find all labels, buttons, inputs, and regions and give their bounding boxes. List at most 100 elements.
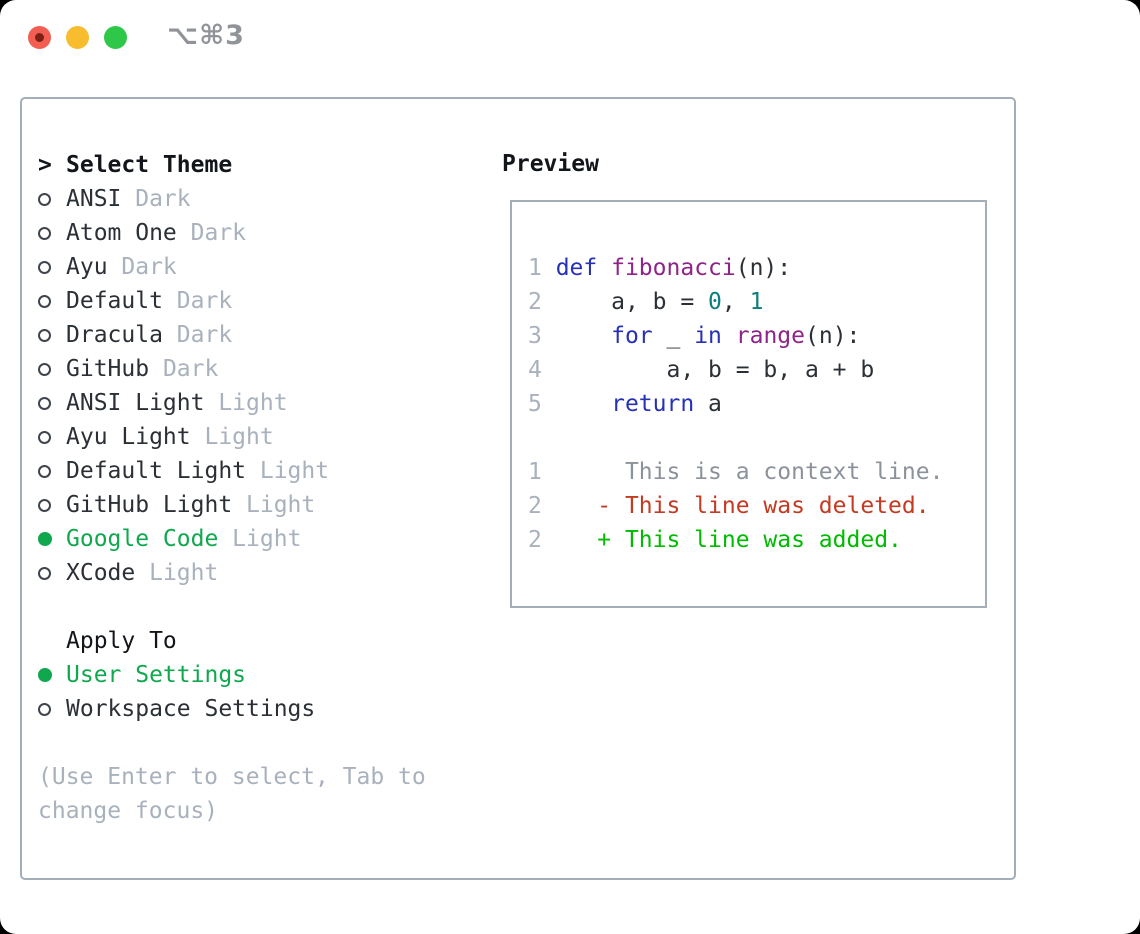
theme-item-google-code[interactable]: Google Code Light [38,522,453,556]
code-token: return [611,391,695,417]
code-line: 5 return a [528,387,985,421]
line-number: 3 [528,323,556,349]
diff-sample: 1 This is a context line.2 - This line w… [528,455,985,557]
line-number: 2 [528,289,556,315]
code-token [722,323,736,349]
theme-item-xcode[interactable]: XCode Light [38,556,453,590]
theme-item-label: Dracula [66,322,163,348]
theme-variant-label: Dark [107,254,177,280]
theme-item-ansi-light[interactable]: ANSI Light Light [38,386,453,420]
line-number: 1 [528,459,556,485]
apply-to-label: Apply To [66,628,177,654]
prompt-caret-icon: > [38,152,52,178]
radio-icon [38,566,66,580]
theme-item-label: Ayu [66,254,108,280]
code-token: a, b = b, a + b [555,357,875,383]
radio-icon [38,294,66,308]
radio-icon [38,498,66,512]
theme-item-ayu[interactable]: Ayu Dark [38,250,453,284]
code-token: def [555,255,598,281]
code-line: 2 - This line was deleted. [528,489,985,523]
theme-item-label: Ayu Light [66,424,191,450]
radio-selected-icon [38,532,66,546]
code-token: (n): [735,255,792,281]
gap [38,726,453,760]
theme-item-ayu-light[interactable]: Ayu Light Light [38,420,453,454]
select-theme-label: Select Theme [66,152,233,178]
theme-item-label: Default [66,288,163,314]
code-token: for [611,323,653,349]
theme-item-ansi[interactable]: ANSI Dark [38,182,453,216]
gap [38,590,453,624]
code-line: 2 a, b = 0, 1 [528,285,985,319]
minimize-button[interactable] [66,26,89,49]
code-token: 0 [708,289,722,315]
code-token [556,493,598,519]
window-title: ⌥⌘3 [167,20,245,51]
code-token: range [735,323,805,349]
code-token: This is a context line. [555,459,944,485]
theme-item-label: Default Light [66,458,247,484]
code-line: 1 This is a context line. [528,455,985,489]
line-number: 5 [528,391,556,417]
code-token: a, b = [555,289,709,315]
theme-item-label: ANSI Light [66,390,205,416]
theme-variant-label: Dark [149,356,219,382]
apply-item-user-settings[interactable]: User Settings [38,658,453,692]
theme-variant-label: Dark [162,322,233,348]
radio-icon [38,702,66,716]
code-token: (n): [805,323,861,349]
radio-icon [38,396,66,410]
theme-variant-label: Light [232,492,316,518]
theme-item-label: Atom One [66,220,177,246]
preview-header: Preview [502,151,599,177]
apply-item-label: Workspace Settings [66,696,316,722]
theme-variant-label: Light [190,424,274,450]
radio-selected-icon [38,668,66,682]
theme-variant-label: Dark [162,288,233,314]
theme-item-default[interactable]: Default Dark [38,284,453,318]
apply-item-workspace-settings[interactable]: Workspace Settings [38,692,453,726]
radio-icon [38,260,66,274]
code-line: 1 def fibonacci(n): [528,251,985,285]
code-token [556,527,598,553]
code-token: + This line was added. [597,527,902,553]
theme-item-atom-one[interactable]: Atom One Dark [38,216,453,250]
radio-icon [38,328,66,342]
theme-variant-label: Light [218,526,302,552]
radio-icon [38,362,66,376]
line-number: 1 [528,255,556,281]
theme-item-label: XCode [66,560,136,586]
theme-item-github-light[interactable]: GitHub Light Light [38,488,453,522]
theme-variant-label: Dark [121,186,191,212]
help-text: (Use Enter to select, Tab to change focu… [38,764,426,824]
select-theme-header: > Select Theme [38,148,453,182]
theme-variant-label: Light [246,458,330,484]
code-line: 3 for _ in range(n): [528,319,985,353]
theme-item-github[interactable]: GitHub Dark [38,352,453,386]
maximize-button[interactable] [104,26,127,49]
theme-variant-label: Light [204,390,288,416]
code-token: in [694,323,722,349]
apply-item-label: User Settings [66,662,247,688]
radio-icon [38,464,66,478]
code-token: a [694,391,722,417]
theme-variant-label: Dark [176,220,247,246]
close-button[interactable] [28,26,51,49]
theme-item-label: GitHub Light [66,492,233,518]
titlebar [28,26,127,49]
radio-icon [38,226,66,240]
code-token [556,323,611,349]
code-token: 1 [749,289,764,315]
theme-variant-label: Light [135,560,219,586]
theme-item-dracula[interactable]: Dracula Dark [38,318,453,352]
radio-icon [38,430,66,444]
record-dot-icon [35,33,44,42]
theme-item-default-light[interactable]: Default Light Light [38,454,453,488]
